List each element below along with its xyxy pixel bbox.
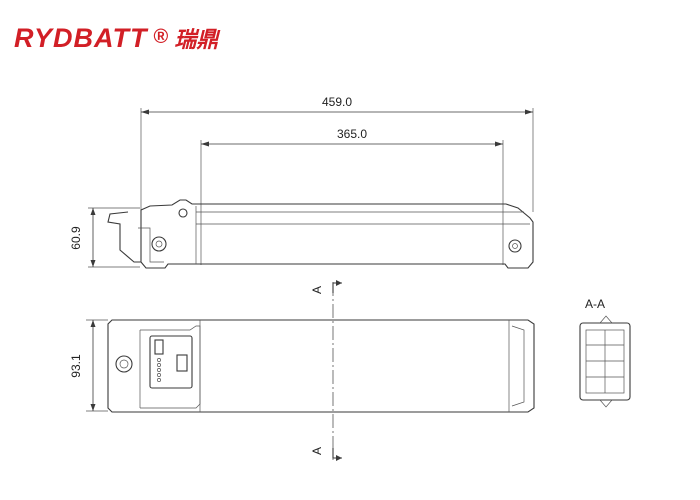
arrowhead xyxy=(336,455,342,461)
section-label-bottom: A xyxy=(310,447,324,455)
section-title: A-A xyxy=(585,297,605,311)
right-cap-detail xyxy=(511,325,525,407)
indicator-panel xyxy=(149,335,193,389)
section-outline xyxy=(579,322,631,401)
lock-icon xyxy=(151,236,167,252)
led-indicator xyxy=(157,378,161,382)
arrowhead xyxy=(90,404,96,411)
lock-icon xyxy=(115,355,133,373)
arrowhead xyxy=(90,208,96,215)
registered-mark: ® xyxy=(153,26,169,48)
side-view: 459.0 365.0 60.9 xyxy=(69,95,534,269)
led-indicator xyxy=(157,373,161,377)
charge-port xyxy=(176,354,188,372)
arrowhead xyxy=(90,320,96,327)
dimension-width: 93.1 xyxy=(69,354,83,378)
led-indicator xyxy=(157,358,161,362)
section-top-tab xyxy=(599,315,613,324)
mount-bracket xyxy=(107,211,141,263)
arrowhead xyxy=(141,109,149,115)
brand-logo: RYDBATT ® 瑞鼎 xyxy=(14,22,218,54)
brand-name: RYDBATT xyxy=(14,23,148,53)
dimension-cell-length: 365.0 xyxy=(337,127,367,141)
led-indicator xyxy=(157,363,161,367)
section-view: A-A xyxy=(579,297,631,408)
section-line: A A xyxy=(310,280,342,461)
lock-core xyxy=(155,240,163,248)
battery-side-outline xyxy=(140,199,534,269)
brand-chinese-name: 瑞鼎 xyxy=(174,28,219,53)
dimension-overall-length: 459.0 xyxy=(322,95,352,109)
power-button xyxy=(154,339,164,355)
connector-core xyxy=(512,243,518,249)
led-indicator xyxy=(157,368,161,372)
cap-detail xyxy=(138,227,164,263)
button-icon xyxy=(178,208,188,218)
section-bottom-tab xyxy=(599,399,613,408)
arrowhead xyxy=(201,141,209,147)
cap-outline xyxy=(140,325,201,409)
top-view: 93.1 xyxy=(69,319,535,413)
arrowhead xyxy=(495,141,503,147)
arrowhead xyxy=(525,109,533,115)
connector-icon xyxy=(508,239,522,253)
battery-top-outline xyxy=(107,319,535,413)
dimension-height: 60.9 xyxy=(69,226,83,250)
arrowhead xyxy=(90,260,96,267)
lock-core xyxy=(119,359,129,369)
arrowhead xyxy=(336,280,342,286)
section-label-top: A xyxy=(310,286,324,294)
